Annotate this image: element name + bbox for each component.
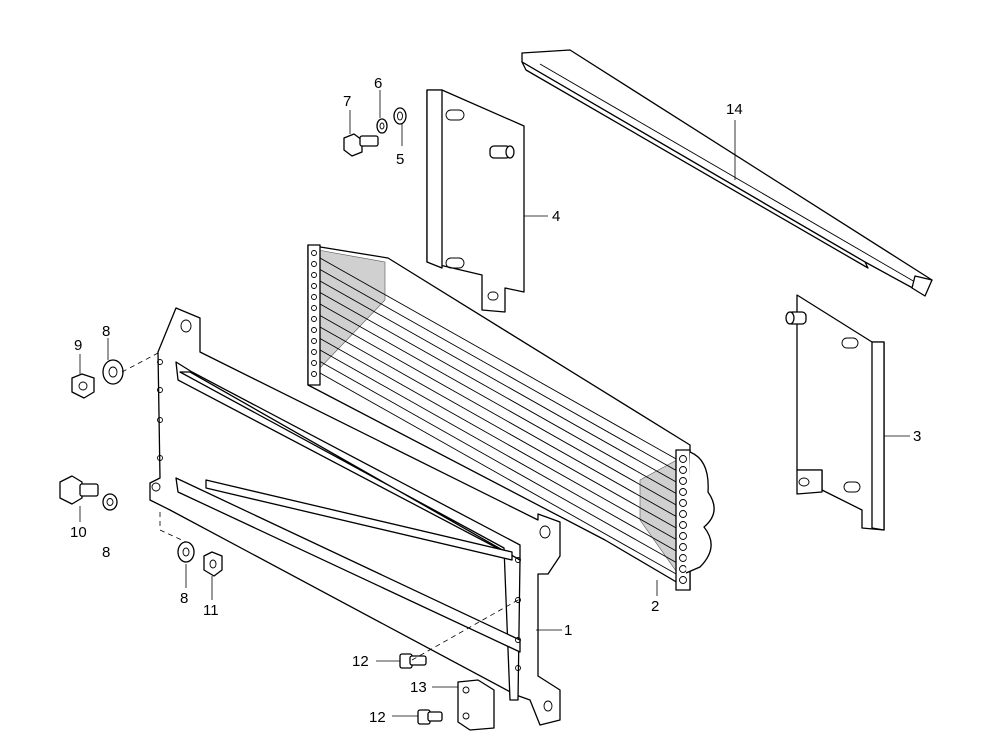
assembly-line-upper-left — [121, 351, 161, 373]
callout-13: 13 — [410, 679, 427, 696]
header-hole — [679, 510, 687, 518]
condenser-tube — [319, 361, 679, 564]
callout-4: 4 — [552, 208, 560, 225]
header-hole — [311, 316, 317, 322]
condenser-tube — [319, 280, 679, 484]
condenser-tube — [319, 303, 679, 507]
assembly-line-lower-left — [159, 512, 187, 543]
frame-hole — [515, 665, 521, 671]
leader-lines — [79, 90, 910, 717]
part-8-washer-lower — [177, 541, 195, 563]
part-1-frame — [149, 307, 561, 726]
frame-hole — [515, 597, 521, 603]
header-hole — [679, 532, 687, 540]
part-7-bolt — [343, 133, 379, 157]
header-hole — [311, 272, 317, 278]
header-hole — [311, 327, 317, 333]
assembly-line-bottom — [411, 599, 519, 661]
frame-hole — [157, 417, 163, 423]
header-hole — [679, 521, 687, 529]
callout-8-upper: 8 — [102, 323, 110, 340]
header-hole — [679, 543, 687, 551]
frame-hole — [515, 557, 521, 563]
header-hole — [679, 576, 687, 584]
header-hole — [311, 283, 317, 289]
header-hole — [311, 294, 317, 300]
right-header-holes — [679, 455, 687, 584]
header-hole — [311, 371, 317, 377]
frame-mounting-holes — [157, 359, 521, 671]
part-12-screw-upper — [399, 653, 427, 669]
frame-hole — [157, 387, 163, 393]
callout-1: 1 — [564, 622, 572, 639]
frame-hole — [157, 359, 163, 365]
part-4-bracket — [426, 89, 525, 313]
callout-12-lower: 12 — [369, 709, 386, 726]
part-11-nut — [203, 551, 223, 577]
header-hole — [311, 261, 317, 267]
part-5-washer — [393, 107, 407, 125]
condenser-tube — [319, 326, 679, 530]
header-hole — [311, 250, 317, 256]
callout-8-lower: 8 — [180, 590, 188, 607]
condenser-tube — [319, 338, 679, 541]
part-8-washer-left — [102, 493, 118, 511]
condenser-tube — [319, 315, 679, 518]
callout-7: 7 — [343, 93, 351, 110]
header-hole — [679, 499, 687, 507]
callout-10: 10 — [70, 524, 87, 541]
frame-hole — [515, 637, 521, 643]
part-10-bolt — [59, 475, 99, 505]
callout-3: 3 — [913, 428, 921, 445]
callout-11: 11 — [203, 602, 219, 619]
callout-9: 9 — [74, 337, 82, 354]
frame-hole — [157, 455, 163, 461]
condenser-tubes — [319, 257, 679, 576]
header-hole — [311, 305, 317, 311]
condenser-tube — [319, 257, 679, 461]
part-9-nut — [71, 373, 95, 399]
condenser-tube — [319, 269, 679, 472]
left-header-holes — [311, 250, 317, 377]
callout-6: 6 — [374, 75, 382, 92]
part-14-rail — [521, 49, 933, 297]
callout-2: 2 — [651, 598, 659, 615]
callout-12-upper: 12 — [352, 653, 369, 670]
part-12-screw-lower — [417, 709, 443, 725]
part-2-condenser-core — [307, 244, 715, 591]
condenser-tube — [319, 349, 679, 553]
callout-8-left: 8 — [102, 544, 110, 561]
header-hole — [311, 349, 317, 355]
header-hole — [311, 360, 317, 366]
part-6-lock-washer — [376, 118, 388, 134]
header-hole — [679, 466, 687, 474]
part-13-plate — [457, 679, 495, 731]
part-3-bracket — [785, 294, 885, 531]
callout-14: 14 — [726, 101, 743, 118]
part-8-washer-upper — [102, 359, 124, 385]
header-hole — [679, 488, 687, 496]
header-hole — [311, 338, 317, 344]
condenser-tube — [319, 292, 679, 495]
header-hole — [679, 455, 687, 463]
callout-5: 5 — [396, 151, 404, 168]
condenser-tube — [319, 372, 679, 576]
header-hole — [679, 477, 687, 485]
